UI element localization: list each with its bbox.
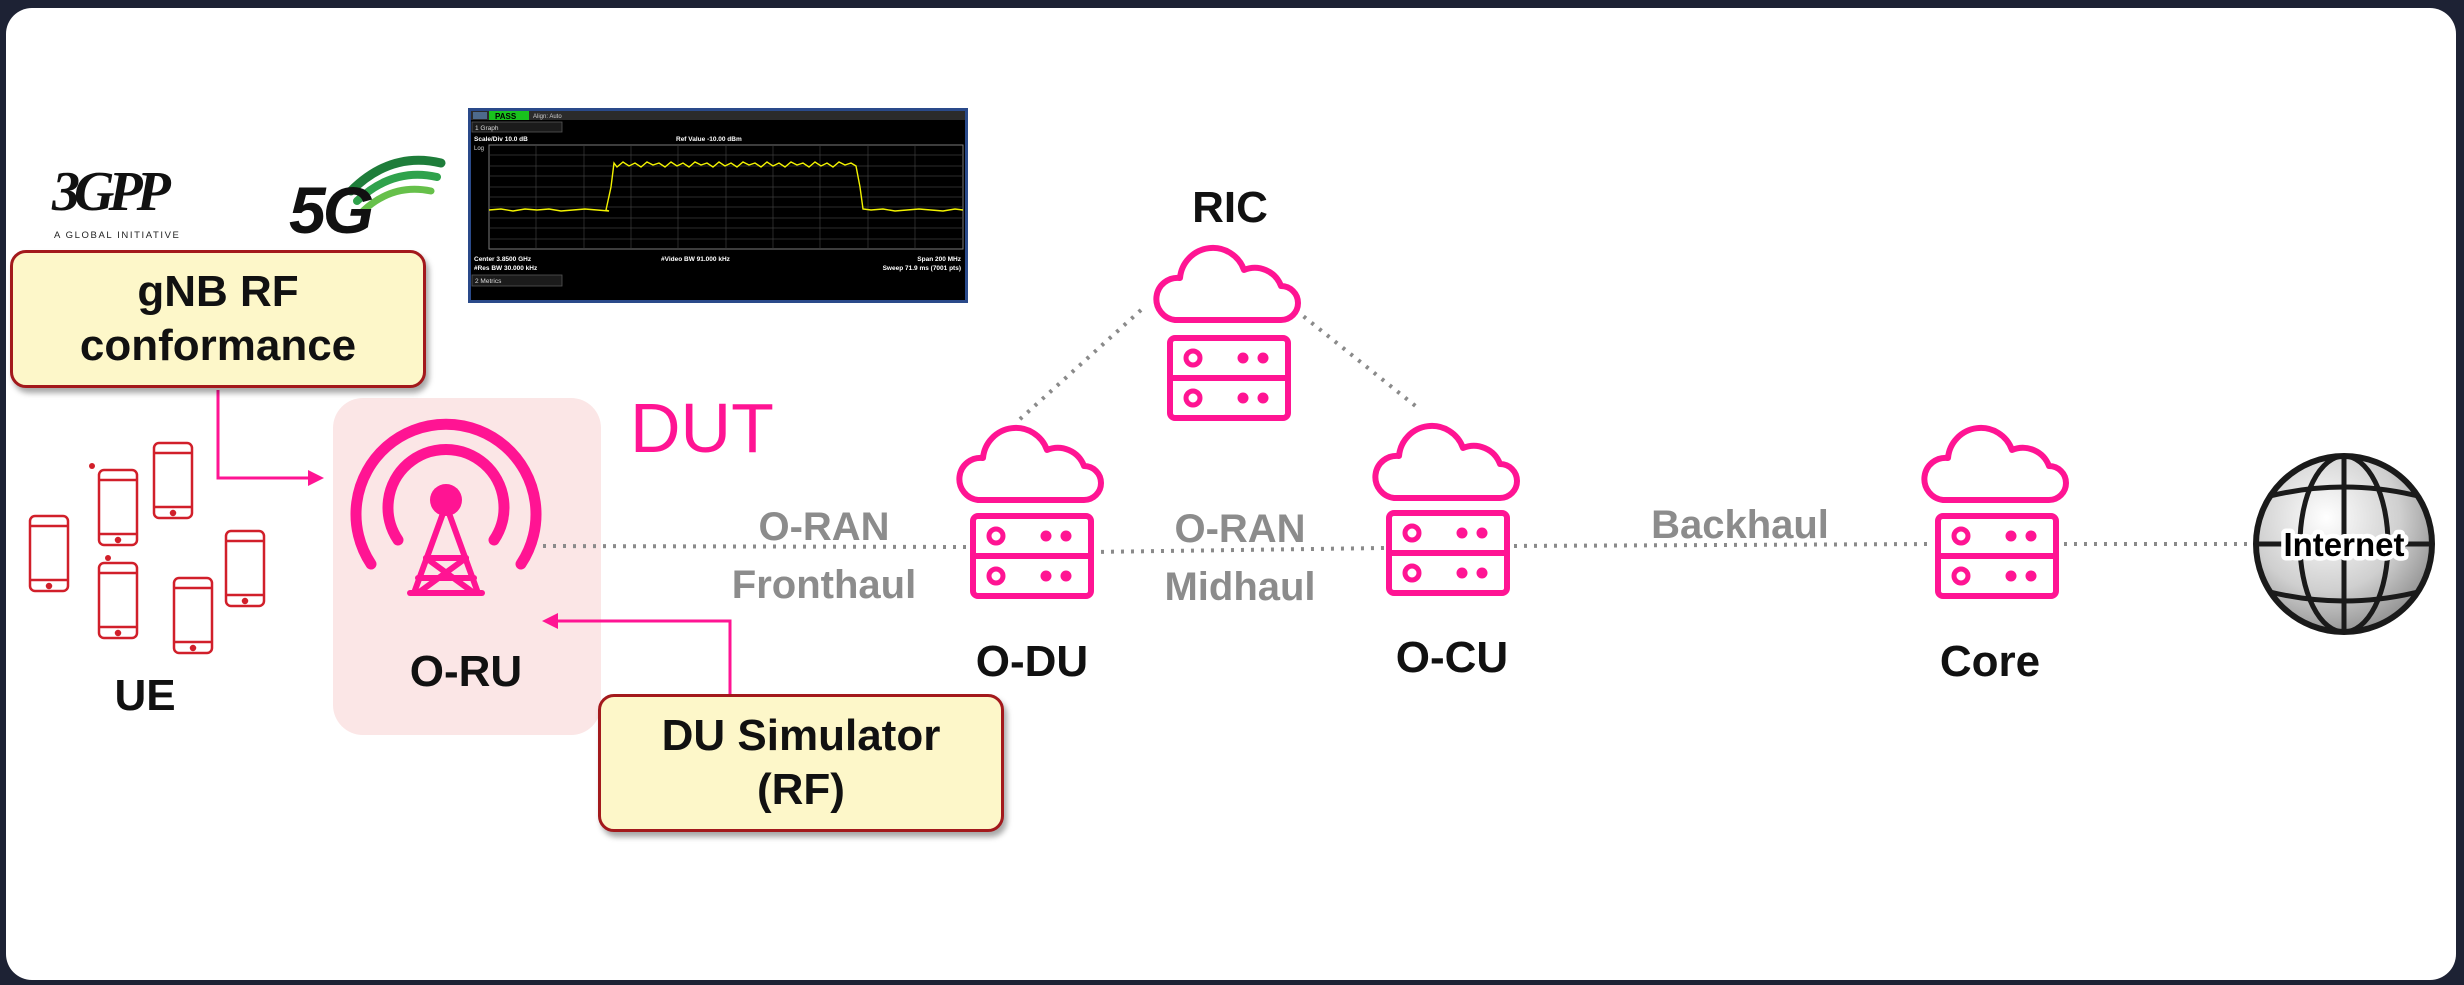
analyzer-metrics: 2 Metrics	[475, 278, 502, 285]
ric-label: RIC	[1192, 183, 1268, 232]
du-sim-arrowhead	[542, 613, 558, 629]
3gpp-logo: 3GPP A GLOBAL INITIATIVE	[46, 148, 216, 248]
ue-label: UE	[114, 671, 175, 720]
midhaul-label-line1: O-RAN	[1174, 507, 1305, 551]
analyzer-rbw: #Res BW 30.000 kHz	[474, 265, 538, 272]
phone-icon	[97, 468, 139, 547]
phone-icon	[152, 441, 194, 520]
5g-logo: 5G	[281, 133, 451, 247]
internet-label: Internet	[2283, 526, 2404, 563]
gnb-arrowhead	[308, 470, 324, 486]
gnb-arrow	[216, 390, 318, 480]
analyzer-scale: Scale/Div 10.0 dB	[474, 136, 528, 143]
ric-cu-line	[1286, 302, 1420, 410]
ric-cloud-server-icon	[1153, 244, 1301, 421]
slide-canvas: DUT O-RU UE RIC O-DU O-CU Core O-RAN Fro…	[6, 8, 2456, 980]
internet-globe-icon	[2253, 453, 2435, 635]
fronthaul-label-line2: Fronthaul	[732, 563, 916, 607]
analyzer-log: Log	[474, 146, 484, 152]
du-simulator-callout: DU Simulator (RF)	[598, 694, 1004, 832]
ric-du-line	[1017, 308, 1143, 422]
backhaul-line	[1503, 542, 1933, 548]
analyzer-vbw: #Video BW 91.000 kHz	[661, 256, 731, 263]
radio-tower-icon	[350, 418, 542, 596]
analyzer-trace	[488, 161, 964, 212]
analyzer-align: Align: Auto	[533, 114, 562, 120]
3gpp-logo-text: 3GPP	[51, 161, 172, 223]
network-diagram: DUT O-RU UE RIC O-DU O-CU Core O-RAN Fro…	[28, 183, 2435, 735]
fronthaul-label-line1: O-RAN	[758, 505, 889, 549]
odu-cloud-server-icon	[956, 424, 1104, 599]
spectrum-analyzer-screenshot: PASS Align: Auto 1 Graph Scale/Div 10.0 …	[468, 108, 968, 303]
phone-icon	[28, 514, 70, 593]
analyzer-center: Center 3.8500 GHz	[474, 256, 532, 263]
phone-icon	[172, 576, 214, 655]
core-cloud-server-icon	[1921, 424, 2069, 599]
3gpp-tagline: A GLOBAL INITIATIVE	[54, 230, 181, 241]
backhaul-label: Backhaul	[1651, 503, 1829, 547]
odu-label: O-DU	[976, 637, 1088, 686]
midhaul-label-line2: Midhaul	[1164, 565, 1315, 609]
analyzer-sweep: Sweep 71.9 ms (7001 pts)	[883, 265, 961, 272]
analyzer-span: Span 200 MHz	[917, 256, 961, 263]
analyzer-ref: Ref Value -10.00 dBm	[676, 136, 742, 143]
ocu-label: O-CU	[1396, 633, 1508, 682]
dut-label: DUT	[630, 389, 774, 467]
fronthaul-line	[542, 544, 969, 549]
ocu-cloud-server-icon	[1372, 422, 1520, 596]
5g-logo-text: 5G	[289, 173, 373, 243]
phone-icon	[97, 561, 139, 640]
analyzer-graph: 1 Graph	[475, 125, 499, 132]
gnb-rf-conformance-callout: gNB RF conformance	[10, 250, 426, 388]
du-sim-arrow	[556, 619, 732, 694]
ue-phone-group	[28, 441, 266, 655]
analyzer-pass: PASS	[495, 112, 517, 121]
phone-icon	[224, 529, 266, 608]
oru-label: O-RU	[410, 647, 522, 696]
core-label: Core	[1940, 637, 2040, 686]
